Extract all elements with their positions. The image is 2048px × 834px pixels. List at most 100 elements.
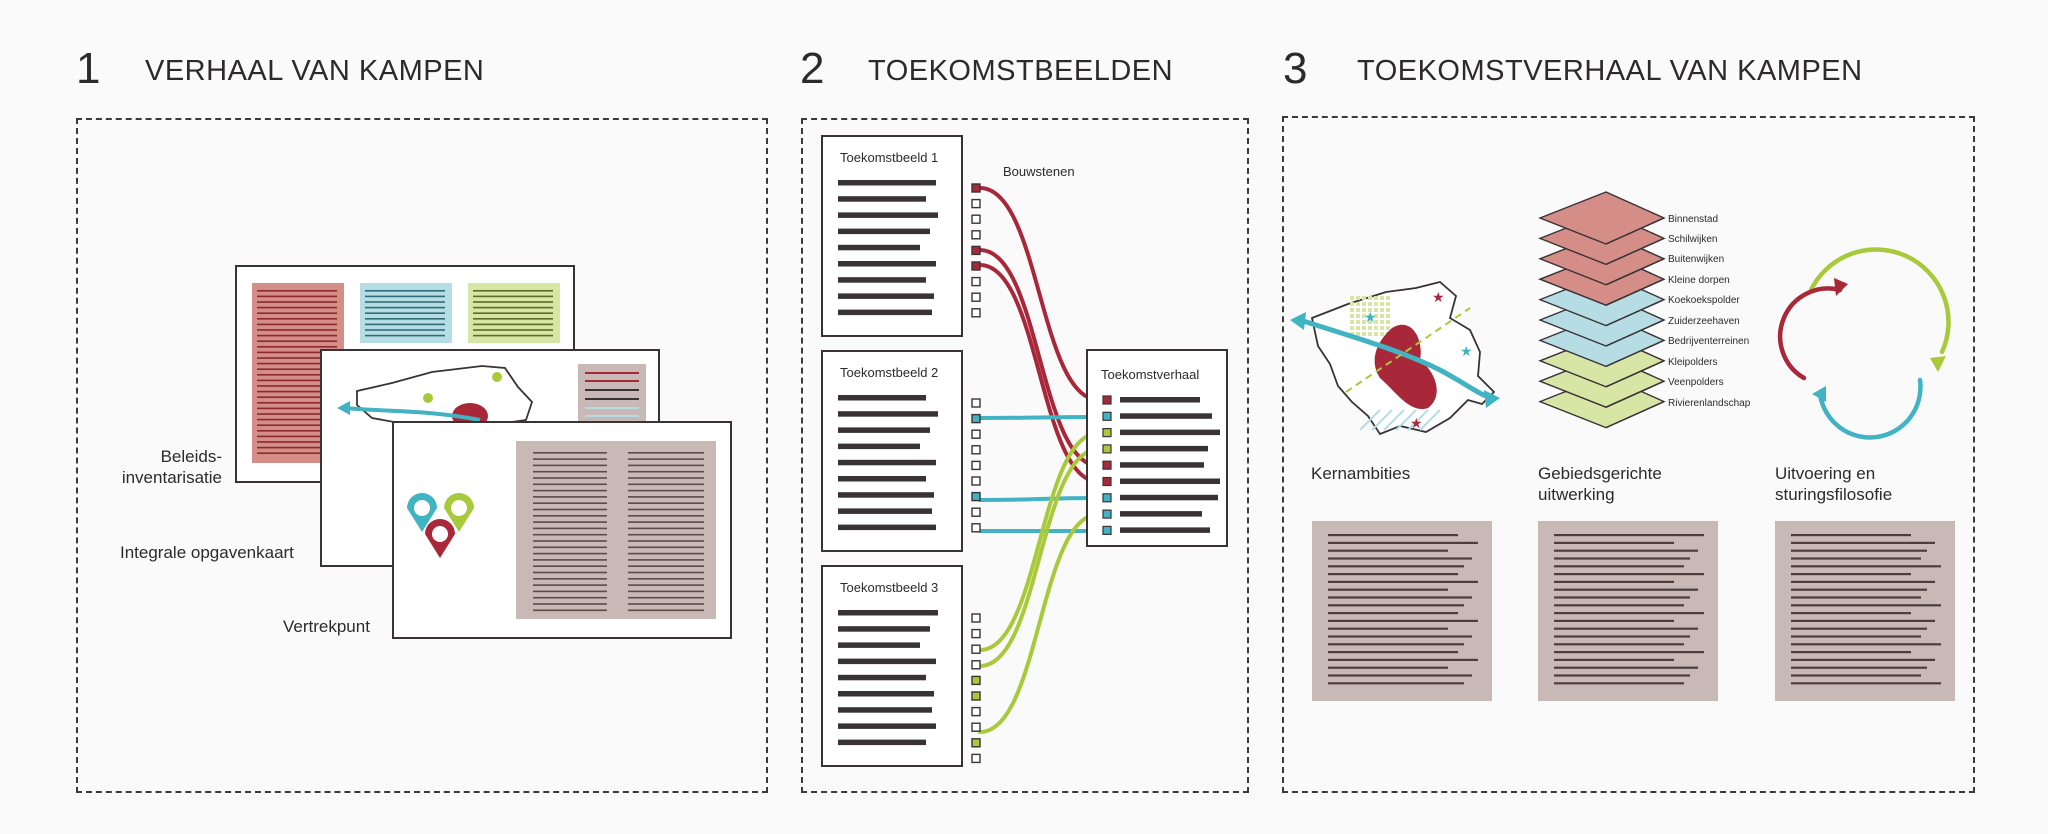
- grid-cell: [1362, 296, 1366, 300]
- building-block-box: [971, 523, 981, 533]
- text-line: [628, 515, 704, 517]
- grid-cell: [1374, 320, 1378, 324]
- result-box: [1102, 411, 1112, 421]
- grid-cell: [1350, 326, 1354, 330]
- red-connector: [978, 263, 1101, 484]
- text-line: [257, 407, 337, 410]
- panel-3-number: 3: [1283, 44, 1308, 93]
- text-line: [628, 496, 704, 498]
- text-line: [257, 430, 337, 432]
- building-block-box: [971, 245, 981, 256]
- building-block-box: [971, 292, 981, 302]
- text-line: [1554, 549, 1698, 552]
- label-line-2: inventarisatie: [121, 468, 222, 487]
- green-marker-dot: [492, 372, 502, 382]
- text-block: [516, 441, 716, 619]
- text-line: [1328, 643, 1464, 646]
- text-line: [1120, 494, 1218, 501]
- text-line: [533, 477, 607, 479]
- text-line: [533, 590, 607, 593]
- text-line: [628, 565, 704, 567]
- panel-1-number: 1: [76, 44, 101, 93]
- text-line: [1791, 565, 1941, 568]
- text-line: [1120, 445, 1208, 452]
- grid-cell: [1356, 314, 1360, 318]
- text-line: [533, 508, 607, 511]
- grid-cell: [1380, 320, 1384, 324]
- grid-cell: [1350, 314, 1354, 318]
- text-line: [838, 610, 938, 616]
- legend-line: [585, 372, 639, 374]
- text-line: [1791, 612, 1911, 615]
- text-block: [1538, 521, 1718, 701]
- grid-cell: [1356, 332, 1360, 336]
- hatch-line: [1407, 409, 1429, 431]
- cycle-arc-green: [1807, 247, 1951, 355]
- building-block-box: [971, 261, 981, 271]
- text-line: [473, 329, 553, 331]
- text-line: [628, 452, 704, 454]
- text-line: [628, 546, 704, 549]
- text-block: [1775, 521, 1955, 701]
- text-line: [1328, 596, 1472, 599]
- layer-label: Bedrijventerreinen: [1668, 336, 1750, 347]
- building-block-box: [971, 230, 981, 240]
- text-line: [628, 590, 704, 593]
- grid-cell: [1386, 296, 1390, 300]
- grid-cell: [1380, 308, 1384, 312]
- text-line: [628, 552, 704, 555]
- grid-cell: [1374, 332, 1378, 336]
- text-line: [365, 301, 445, 303]
- label-line-1: Gebiedsgerichte: [1538, 464, 1662, 483]
- text-line: [257, 379, 337, 382]
- grid-cell: [1362, 326, 1366, 330]
- text-line: [628, 477, 704, 479]
- text-line: [1328, 541, 1478, 544]
- text-line: [628, 470, 704, 473]
- grid-cell: [1368, 302, 1372, 306]
- text-line: [838, 674, 926, 681]
- grid-cell: [1350, 308, 1354, 312]
- text-line: [1554, 612, 1704, 615]
- label-line-2: sturingsfilosofie: [1775, 485, 1893, 504]
- legend-line: [585, 398, 639, 400]
- text-line: [257, 290, 337, 292]
- text-line: [838, 212, 938, 218]
- green-marker-dot: [423, 393, 433, 403]
- result-box: [1102, 395, 1112, 405]
- beleidsinventarisatie-label: Beleids- inventarisatie: [116, 446, 222, 488]
- text-line: [628, 483, 704, 486]
- grid-cell: [1350, 296, 1354, 300]
- grid-cell: [1368, 314, 1372, 318]
- text-line: [533, 533, 607, 536]
- grid-cell: [1374, 326, 1378, 330]
- text-line: [628, 489, 704, 492]
- text-line: [257, 301, 337, 303]
- text-line: [533, 470, 607, 473]
- grid-cell: [1380, 302, 1384, 306]
- grid-cell: [1380, 326, 1384, 330]
- text-line: [1554, 596, 1690, 599]
- star-icon: ★: [1460, 344, 1473, 360]
- text-line: [533, 458, 607, 460]
- panel-3-frame: [1282, 116, 1975, 793]
- toekomstbeeld-card: [821, 135, 963, 337]
- text-line: [838, 180, 936, 186]
- text-line: [1554, 619, 1674, 622]
- text-line: [628, 609, 704, 612]
- text-line: [1791, 604, 1941, 607]
- kernambities-label: Kernambities: [1311, 463, 1410, 484]
- label-line-1: Beleids-: [160, 447, 222, 466]
- layer-label: Veenpolders: [1668, 377, 1724, 388]
- panel-3-title: TOEKOMSTVERHAAL VAN KAMPEN: [1357, 55, 1863, 87]
- text-line: [628, 596, 704, 599]
- layer-edge: [1605, 258, 1665, 286]
- grid-cell: [1356, 302, 1360, 306]
- text-line: [838, 261, 936, 267]
- text-line: [1328, 573, 1458, 576]
- text-line: [1791, 651, 1911, 654]
- text-line: [533, 578, 607, 580]
- pin-hole: [432, 526, 448, 542]
- text-line: [1554, 651, 1704, 654]
- hatch-line: [1383, 409, 1405, 431]
